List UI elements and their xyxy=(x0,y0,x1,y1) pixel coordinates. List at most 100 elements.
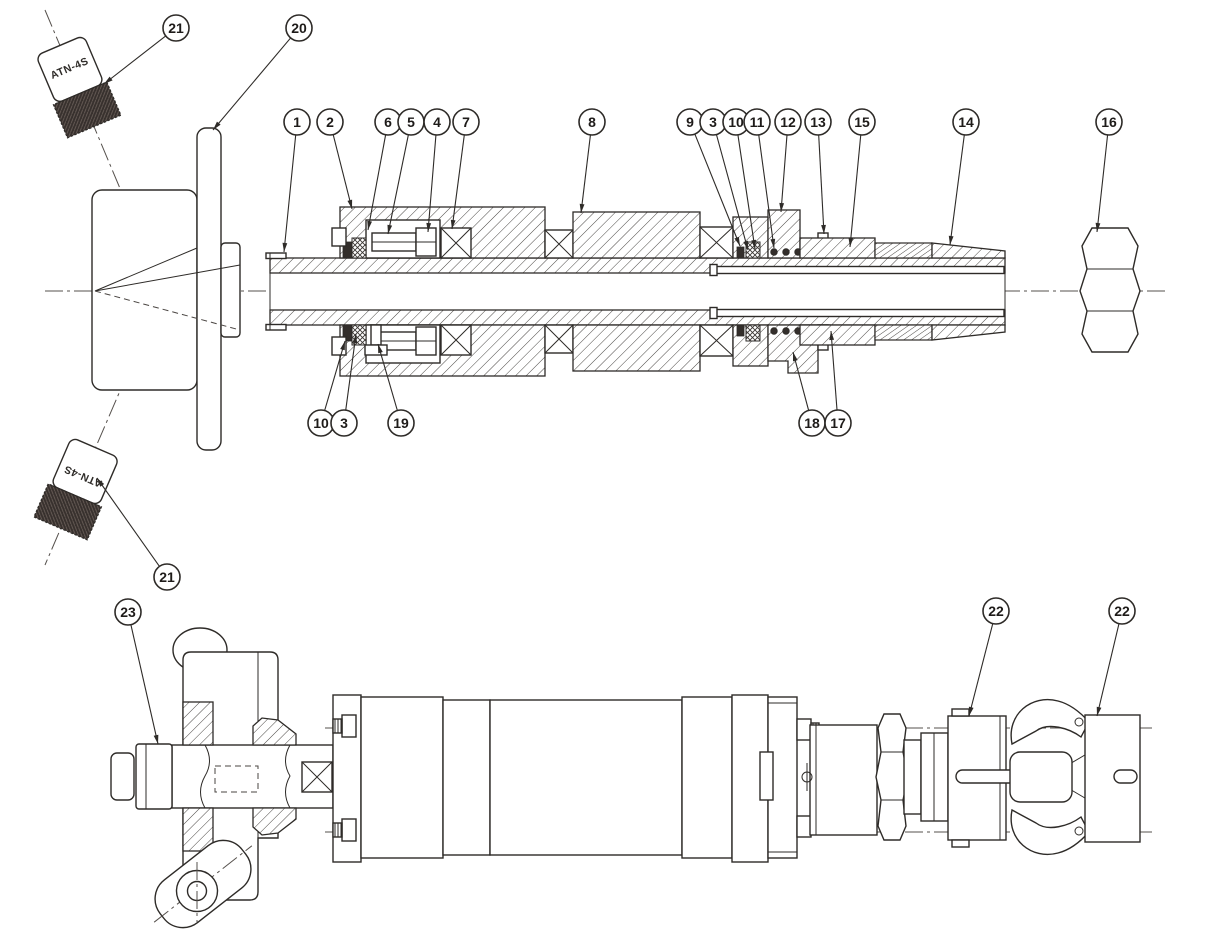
callout-number: 17 xyxy=(830,415,846,431)
callout-22: 22 xyxy=(1096,597,1136,717)
callout-number: 21 xyxy=(168,20,184,36)
thread-band-top xyxy=(874,242,933,259)
coupler-core xyxy=(1009,751,1073,803)
bearing-left-top xyxy=(440,227,472,259)
leader-arrowhead xyxy=(1096,706,1102,716)
claw-bottom xyxy=(1010,808,1090,856)
leader-arrowhead xyxy=(367,220,372,230)
flanged-cone xyxy=(91,127,241,451)
callout-balloon xyxy=(578,108,606,136)
callout-15: 15 xyxy=(848,108,876,248)
callout-number: 2 xyxy=(326,114,334,130)
leader-line xyxy=(849,134,862,248)
head-step-top xyxy=(331,227,347,247)
leader-line xyxy=(427,134,437,233)
leader-line xyxy=(451,134,465,230)
inner-tube-flange-bottom xyxy=(709,306,718,320)
clevis-bracket xyxy=(153,627,334,929)
callout-10: 10 xyxy=(307,340,346,437)
leader-line xyxy=(780,134,788,213)
callout-number: 14 xyxy=(958,114,974,130)
leader-line xyxy=(968,623,994,717)
cylinder-barrel xyxy=(572,211,701,372)
inner-tube-flange-top xyxy=(709,263,718,277)
rod-gland-and-tube xyxy=(799,237,1006,346)
flange-disc xyxy=(196,127,222,451)
callout-number: 7 xyxy=(462,114,470,130)
leader-arrowhead xyxy=(104,76,113,84)
callout-number: 3 xyxy=(709,114,717,130)
break-line xyxy=(285,744,291,809)
barrel-bottom xyxy=(572,324,701,372)
leader-arrowhead xyxy=(347,199,353,209)
leader-line xyxy=(1096,623,1120,717)
leader-line xyxy=(387,134,409,235)
leader-arrowhead xyxy=(426,222,432,232)
knurled-adapter-top: ATN-4S xyxy=(37,36,122,139)
callout-1: 1 xyxy=(282,108,311,253)
leader-arrowhead xyxy=(968,706,974,716)
callout-number: 6 xyxy=(384,114,392,130)
rod-extension xyxy=(809,724,878,836)
spring-pin xyxy=(770,248,778,256)
hub-hatch-upper xyxy=(252,717,297,746)
end-plug xyxy=(110,743,173,810)
u-seal-top xyxy=(736,246,745,259)
callout-number: 16 xyxy=(1101,114,1117,130)
callout-22: 22 xyxy=(968,597,1010,717)
barrel-shell xyxy=(489,699,683,856)
tie-rod-nut xyxy=(332,714,357,738)
pivot-pin-top xyxy=(1074,717,1084,727)
leader-arrowhead xyxy=(734,236,740,246)
sleeve-tab-top xyxy=(951,708,970,717)
leader-arrowhead xyxy=(387,224,393,234)
callout-balloon xyxy=(153,563,181,591)
callout-number: 10 xyxy=(728,114,744,130)
callout-number: 22 xyxy=(988,603,1004,619)
cap-slot xyxy=(1113,769,1138,784)
tapered-tube-bottom xyxy=(931,324,1006,341)
callout-21: 21 xyxy=(103,14,190,85)
callout-balloon xyxy=(283,108,311,136)
callout-2: 2 xyxy=(316,108,353,210)
leader-arrowhead xyxy=(378,344,383,354)
adapter-knurl-band xyxy=(52,81,122,139)
callout-11: 11 xyxy=(743,108,776,249)
leader-line xyxy=(580,134,591,214)
inner-tube-bottom xyxy=(713,308,1005,318)
leader-line xyxy=(694,133,741,247)
callout-9: 9 xyxy=(676,108,741,247)
callout-number: 21 xyxy=(159,569,175,585)
hidden-bore xyxy=(214,765,259,793)
callout-balloon xyxy=(1095,108,1123,136)
rod-bore xyxy=(270,273,1005,310)
callout-4: 4 xyxy=(423,108,451,233)
gland-packing-top xyxy=(745,241,761,259)
callout-number: 18 xyxy=(804,415,820,431)
callout-18: 18 xyxy=(792,351,826,437)
spacer-ring xyxy=(903,739,922,815)
leader-line xyxy=(283,134,297,253)
callout-number: 11 xyxy=(750,114,765,130)
callout-17: 17 xyxy=(824,330,852,437)
rear-cap xyxy=(681,696,733,859)
callout-number: 3 xyxy=(340,415,348,431)
callout-3: 3 xyxy=(330,333,358,437)
callout-balloon xyxy=(982,597,1010,625)
pivot-pin-bottom xyxy=(1074,826,1084,836)
leader-arrowhead xyxy=(948,235,954,245)
claw-coupler-plug xyxy=(1009,698,1141,856)
inner-tube-top xyxy=(713,265,1005,275)
set-screw-shaft xyxy=(370,324,382,346)
callout-7: 7 xyxy=(450,108,480,230)
hex-nut-profile xyxy=(1079,227,1141,353)
leader-line xyxy=(737,134,756,250)
callout-number: 13 xyxy=(810,114,826,130)
callout-number: 5 xyxy=(407,114,415,130)
callout-8: 8 xyxy=(578,108,606,214)
tapered-tube-top xyxy=(931,242,1006,259)
cylinder-exterior xyxy=(332,694,878,863)
callout-number: 8 xyxy=(588,114,596,130)
leader-arrowhead xyxy=(153,734,159,744)
